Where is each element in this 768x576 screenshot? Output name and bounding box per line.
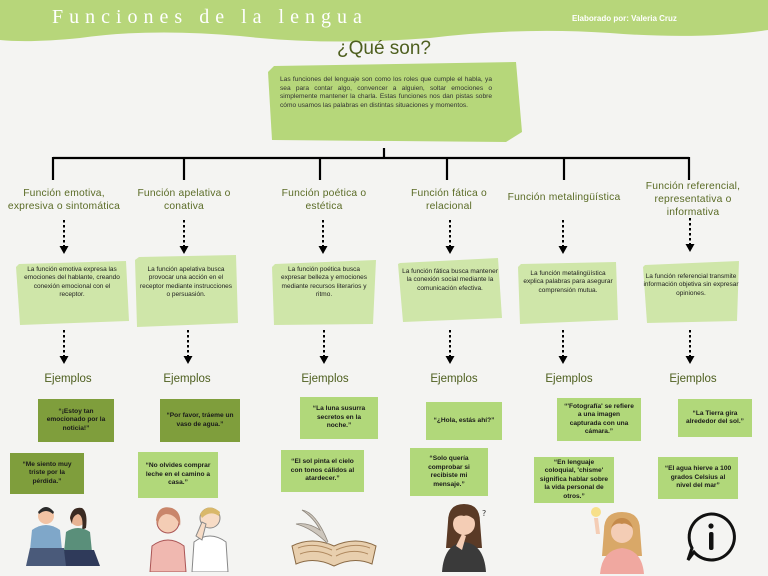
pleading-people-icon [149,507,229,572]
down-arrow-icon [558,220,568,254]
down-arrow-icon [445,330,455,364]
down-arrow-icon [59,330,69,364]
examples-label: Ejemplos [545,373,593,385]
examples-label: Ejemplos [430,373,478,385]
description-box-apelativa [135,255,238,327]
header-banner [0,0,768,42]
examples-label: Ejemplos [44,373,92,385]
down-arrow-icon [183,330,193,364]
down-arrow-icon [318,220,328,254]
example-fatica-1: “¿Hola, estás ahí?” [426,402,502,440]
description-fatica: La función fática busca mantener la cone… [402,268,498,292]
down-arrow-icon [445,220,455,254]
description-box-referencial [643,261,739,323]
down-arrow-icon [319,330,329,364]
description-apelativa: La función apelativa busca provocar una … [139,266,233,299]
example-apelativa-2: “No olvides comprar leche en el camino a… [138,452,218,498]
description-box-metalinguistica [518,262,618,324]
down-arrow-icon [685,330,695,364]
down-arrow-icon [558,330,568,364]
description-box-fatica [398,258,502,322]
example-referencial-1: “La Tierra gira alrededor del sol.” [678,399,752,437]
svg-text:?: ? [482,509,486,518]
function-title-referencial: Función referencial, representativa o in… [645,181,741,218]
example-metalinguistica-1: “'Fotografía' se refiere a una imagen ca… [557,398,641,441]
examples-label: Ejemplos [669,373,717,385]
page-title: Funciones de la lengua [52,6,368,28]
example-emotiva-2: “Me siento muy triste por la pérdida.” [10,453,84,494]
function-title-fatica: Función fática o relacional [411,188,487,212]
function-title-poetica: Función poética o estética [281,188,367,212]
examples-label: Ejemplos [301,373,349,385]
example-referencial-2: “El agua hierve a 100 grados Celsius al … [658,457,738,499]
thinking-woman-icon: ? [442,504,486,572]
description-box-poetica [272,260,376,325]
function-title-metalinguistica: Función metalingüística [507,192,621,203]
description-box-emotiva [16,261,129,325]
example-apelativa-1: “Por favor, tráeme un vaso de agua.” [160,399,240,442]
tree-connector [51,148,691,180]
intro-text: Las funciones del lenguaje son como los … [280,76,492,109]
description-poetica: La función poética busca expresar bellez… [281,266,367,299]
example-fatica-2: “Solo quería comprobar si recibiste mi m… [410,448,488,496]
example-poetica-1: “La luna susurra secretos en la noche.” [300,397,378,439]
example-metalinguistica-2: “En lenguaje coloquial, 'chisme' signifi… [534,457,614,503]
main-question: ¿Qué son? [337,38,431,59]
description-referencial: La función referencial transmite informa… [643,273,739,297]
function-title-emotiva: Función emotiva, expresiva o sintomática [7,188,121,212]
down-arrow-icon [685,218,695,252]
description-metalinguistica: La función metalingüística explica palab… [523,270,613,294]
explaining-woman-icon [591,507,644,574]
example-poetica-2: “El sol pinta el cielo con tonos cálidos… [281,450,364,492]
down-arrow-icon [59,220,69,254]
down-arrow-icon [179,220,189,254]
author-credit: Elaborado por: Valeria Cruz [572,14,677,23]
intro-box [268,62,522,142]
examples-label: Ejemplos [163,373,211,385]
open-book-icon [291,509,377,567]
example-emotiva-1: “¡Estoy tan emocionado por la noticia!” [38,399,114,442]
function-title-apelativa: Función apelativa o conativa [137,188,231,212]
description-emotiva: La función emotiva expresa las emociones… [24,266,120,299]
sad-couple-icon [26,507,100,566]
info-bubble-icon [686,512,736,562]
